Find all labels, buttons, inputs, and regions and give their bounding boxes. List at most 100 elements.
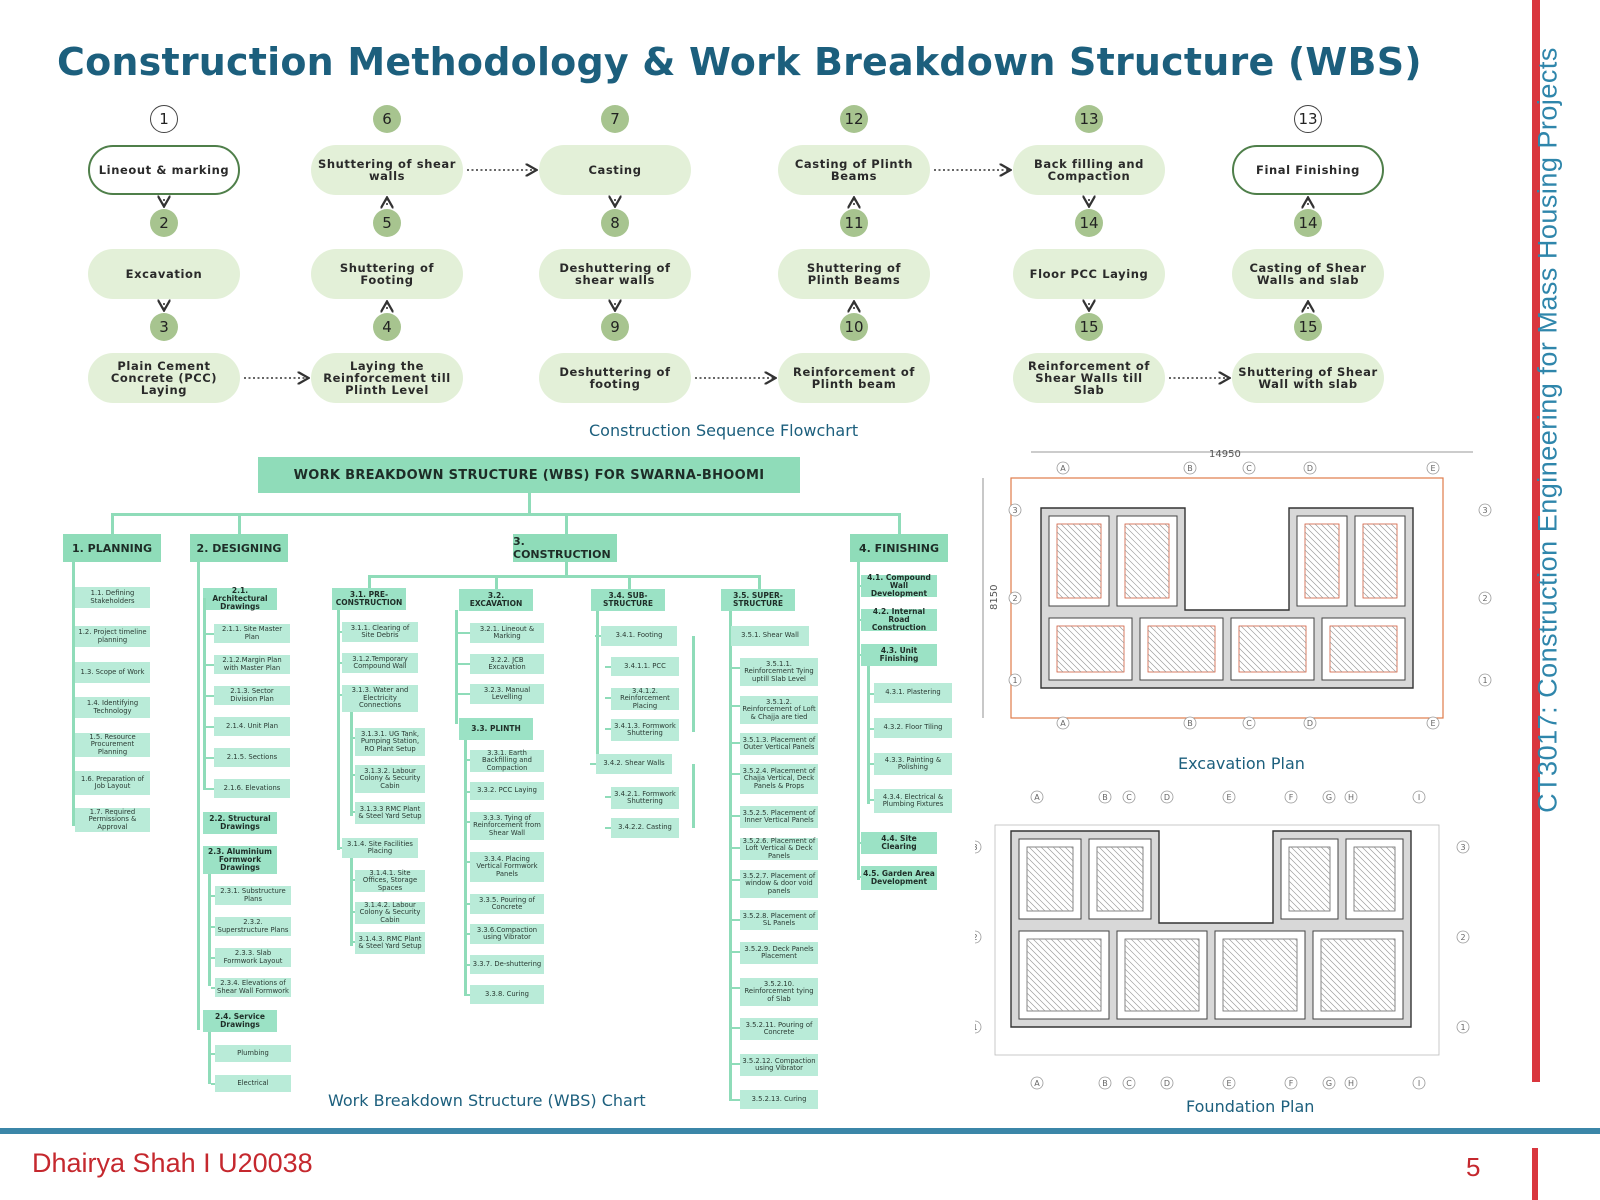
grid-label: B (1187, 719, 1193, 728)
wbs-superstructure-item: 3.5.1.1. Reinforcement Tying uptill Slab… (740, 658, 818, 686)
wbs-connector (211, 957, 217, 959)
hatch-line (1368, 938, 1396, 966)
hatch-line (1172, 938, 1200, 966)
wbs-connector (605, 796, 611, 798)
wbs-connector (870, 763, 874, 765)
grid-label: G (1326, 793, 1332, 802)
foundation-plan: AABBCCDDEEFFGGHHII332211 (975, 790, 1470, 1090)
hatch-line (1116, 846, 1144, 874)
grid-label: 3 (1482, 506, 1487, 515)
hatch-line (1353, 862, 1396, 905)
wbs-connector (337, 631, 342, 633)
hatch-line (1288, 898, 1302, 912)
wbs-superstructure-item: 3.5.2.8. Placement of SL Panels (740, 910, 818, 930)
hatch-line (1191, 625, 1216, 650)
hatch-line (1353, 886, 1379, 912)
hatch-line (1026, 962, 1076, 1012)
hatch-line (1026, 938, 1100, 1012)
wbs-connector (870, 799, 874, 801)
wbs-design-item: 2.3.1. Substructure Plans (215, 886, 291, 905)
hatch-line (1320, 974, 1358, 1012)
flow-step-number: 12 (840, 105, 868, 133)
wbs-connector (729, 635, 731, 637)
hatch-line (1148, 938, 1200, 990)
hatch-line (1326, 938, 1396, 1008)
hatch-line (1124, 525, 1170, 571)
hatch-line (1050, 938, 1102, 990)
wbs-superstructure-item: 3.5.2.7. Placement of window & door void… (740, 870, 818, 898)
flow-step-number: 14 (1294, 209, 1322, 237)
hatch-line (1082, 625, 1125, 668)
flow-step-number: 3 (150, 313, 178, 341)
hatch-line (1304, 591, 1312, 599)
hatch-line (1124, 561, 1162, 599)
wbs-connector (605, 728, 611, 730)
grid-label: 3 (975, 843, 978, 852)
hatch-line (1252, 938, 1298, 984)
wbs-connector (206, 757, 214, 759)
hatch-line (1140, 523, 1170, 553)
flow-step-number: 7 (601, 105, 629, 133)
hatch-line (1238, 653, 1258, 673)
hatch-line (1166, 938, 1200, 972)
grid-label: 2 (1460, 933, 1465, 942)
wbs-connector (595, 635, 601, 637)
wbs-connector (238, 513, 241, 535)
hatch-line (1124, 968, 1168, 1012)
grid-label: C (1126, 1079, 1132, 1088)
hatch-line (1056, 573, 1082, 599)
flow-step-2: Excavation (88, 249, 240, 299)
flow-step-13: Back filling and Compaction (1013, 145, 1165, 195)
grid-label: 1 (975, 1023, 978, 1032)
hatch-line (1044, 938, 1102, 996)
hatch-line (1096, 898, 1110, 912)
hatch-line (1110, 846, 1144, 880)
wbs-connector (467, 791, 470, 793)
grid-frame (994, 824, 1440, 1056)
wbs-superstructure-item: 3.5.2.11. Pouring of Concrete (740, 1018, 818, 1040)
hatch-line (1084, 523, 1102, 541)
hatch-line (1222, 950, 1284, 1012)
wbs-construction-group: 3.5. SUPER-STRUCTURE (721, 589, 795, 611)
hatch-line (1391, 846, 1396, 851)
hatch-line (1361, 846, 1396, 881)
wbs-design-item: Plumbing (215, 1045, 291, 1062)
hatch-line (1056, 938, 1102, 984)
wbs-connector (206, 788, 214, 790)
grid-bubble (1008, 503, 1022, 517)
wbs-superstructure-item: 3.5.2.12. Compaction using Vibrator (740, 1054, 818, 1076)
wbs-construction-group: 3.2. EXCAVATION (459, 589, 533, 611)
hatch-line (1362, 573, 1388, 599)
hatch-line (1288, 904, 1296, 912)
wbs-connector (368, 575, 371, 589)
hatch-line (1052, 846, 1074, 868)
wbs-finishing-item: 4.1. Compound Wall Development (861, 574, 937, 598)
hatch-line (1302, 846, 1331, 875)
hatch-line (1149, 625, 1197, 673)
hatch-line (1304, 573, 1330, 599)
hatch-line (1056, 579, 1076, 599)
hatch-line (1064, 846, 1074, 856)
wbs-connector (729, 815, 740, 817)
wbs-connector (337, 662, 342, 664)
footing (1116, 515, 1178, 607)
hatch-line (1320, 1004, 1328, 1012)
footing (1345, 838, 1404, 920)
hatch-line (1064, 625, 1112, 673)
flow-step-number: 9 (601, 313, 629, 341)
grid-label: E (1226, 793, 1231, 802)
hatch-line (1124, 944, 1192, 1012)
wbs-preconstruction-item: 3.1.4.2. Labour Colony & Security Cabin (355, 901, 425, 924)
grid-bubble (1098, 790, 1112, 804)
wbs-preconstruction-item: 3.1.2.Temporary Compound Wall (342, 653, 418, 673)
wbs-connector (211, 1083, 217, 1085)
wbs-superstructure-item: 3.5.1.2. Reinforcement of Loft & Chajja … (740, 696, 818, 724)
grid-bubble (975, 1020, 982, 1034)
grid-label: A (1060, 719, 1066, 728)
wbs-connector (458, 632, 470, 634)
wbs-connector (729, 705, 740, 707)
flow-step-number: 14 (1075, 209, 1103, 237)
wbs-connector (729, 951, 740, 953)
hatch-line (1160, 938, 1200, 978)
